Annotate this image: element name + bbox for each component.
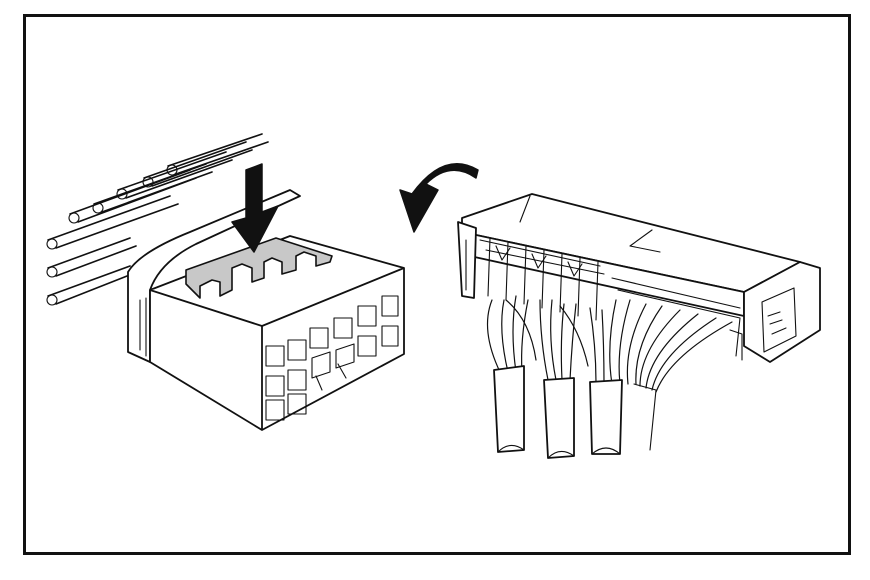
locking-latch	[185, 237, 333, 299]
terminal-cavities-front	[265, 295, 399, 421]
wire-harness	[486, 295, 733, 393]
left-connector-wires	[46, 133, 269, 306]
right-connector	[457, 193, 821, 459]
left-connector	[46, 133, 405, 431]
wire-sleeves	[493, 365, 657, 459]
arrow-down-icon	[231, 163, 279, 253]
curved-arrow-left-icon	[399, 163, 479, 233]
